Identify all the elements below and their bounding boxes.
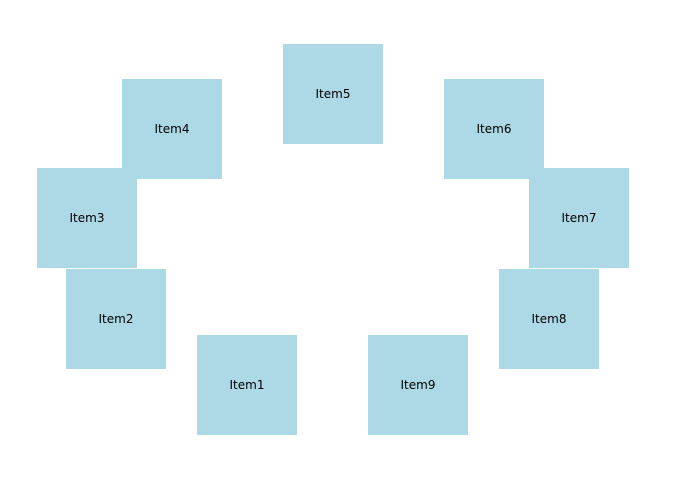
item-tile[interactable]: Item1 xyxy=(197,335,297,435)
item-tile[interactable]: Item7 xyxy=(529,168,629,268)
item-label: Item7 xyxy=(561,211,597,225)
item-tile[interactable]: Item5 xyxy=(283,44,383,144)
item-label: Item4 xyxy=(154,122,190,136)
item-label: Item1 xyxy=(229,378,265,392)
item-label: Item2 xyxy=(98,312,134,326)
item-tile[interactable]: Item9 xyxy=(368,335,468,435)
item-tile[interactable]: Item6 xyxy=(444,79,544,179)
item-tile[interactable]: Item2 xyxy=(66,269,166,369)
item-label: Item3 xyxy=(69,211,105,225)
item-tile[interactable]: Item3 xyxy=(37,168,137,268)
item-label: Item8 xyxy=(531,312,567,326)
item-tile[interactable]: Item4 xyxy=(122,79,222,179)
item-label: Item6 xyxy=(476,122,512,136)
item-label: Item9 xyxy=(400,378,436,392)
item-tile[interactable]: Item8 xyxy=(499,269,599,369)
item-label: Item5 xyxy=(315,87,351,101)
